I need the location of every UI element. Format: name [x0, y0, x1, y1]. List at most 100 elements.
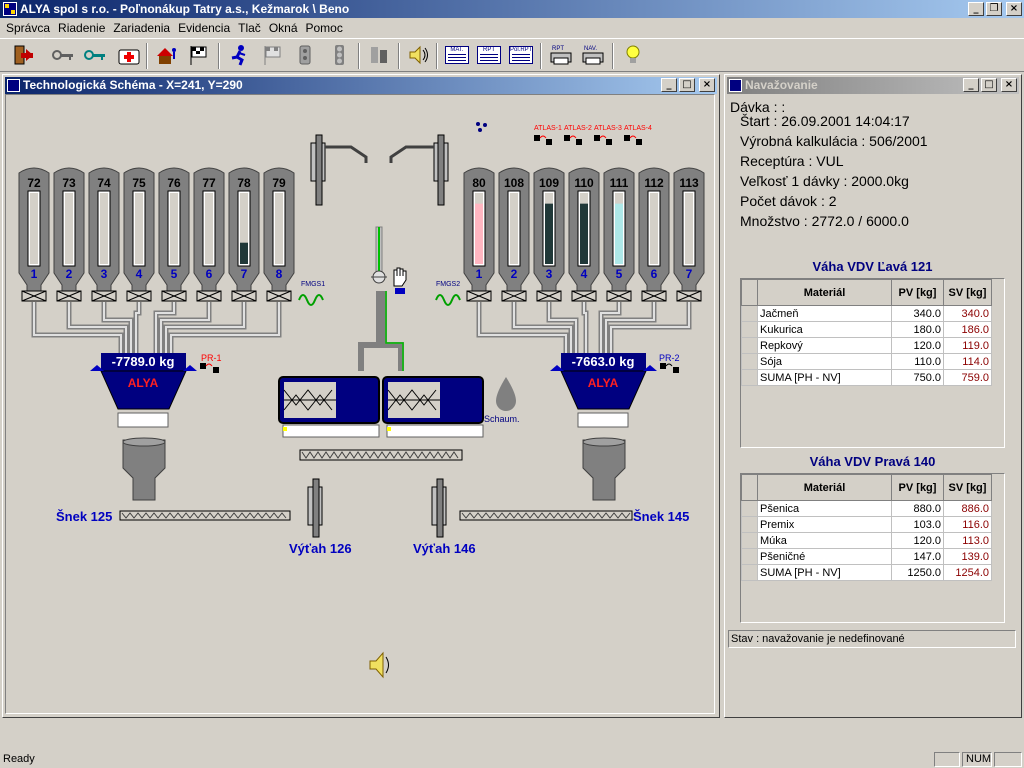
left-bottom-hopper[interactable]: [122, 437, 166, 501]
runner-blue-icon[interactable]: [226, 42, 252, 68]
snek-125-conveyor[interactable]: [119, 510, 291, 521]
mixer-right[interactable]: [382, 376, 484, 438]
dosing-window-titlebar[interactable]: Navažovanie _ □ ×: [727, 77, 1019, 94]
col-material[interactable]: Materiál: [757, 474, 892, 501]
mixer-conveyor[interactable]: [299, 449, 463, 461]
app-icon[interactable]: [3, 2, 17, 16]
menu-pomoc[interactable]: Pomoc: [305, 21, 343, 35]
scheme-close-button[interactable]: ×: [699, 78, 715, 92]
silo-left-73[interactable]: 732: [53, 167, 85, 302]
menu-spravca[interactable]: Správca: [6, 21, 51, 35]
silo-feeder[interactable]: [266, 290, 292, 302]
silo-right-80[interactable]: 801: [463, 167, 495, 302]
vytah-126-elevator[interactable]: [307, 478, 323, 538]
silo-feeder[interactable]: [56, 290, 82, 302]
key-icon[interactable]: [50, 42, 76, 68]
medkit-icon[interactable]: [116, 42, 142, 68]
house-runner-icon[interactable]: [154, 42, 180, 68]
row-header[interactable]: [741, 516, 758, 533]
col-pv[interactable]: PV [kg]: [891, 474, 944, 501]
silo-feeder[interactable]: [196, 290, 222, 302]
right-bottom-hopper[interactable]: [582, 437, 626, 501]
menu-tlac[interactable]: Tlač: [238, 21, 261, 35]
silo-left-76[interactable]: 765: [158, 167, 190, 302]
menu-okna[interactable]: Okná: [268, 21, 298, 35]
checkered-flag-icon[interactable]: [186, 42, 212, 68]
col-pv[interactable]: PV [kg]: [891, 279, 944, 306]
vytah-146-elevator[interactable]: [431, 478, 447, 538]
dosing-minimize-button[interactable]: _: [963, 78, 979, 92]
print-rpt-icon[interactable]: RPT: [548, 42, 574, 68]
mixer-left[interactable]: [278, 376, 380, 438]
row-header[interactable]: [741, 353, 758, 370]
silo-feeder[interactable]: [91, 290, 117, 302]
left-weigh-hopper[interactable]: [90, 353, 197, 428]
checkered-flag-gray-icon[interactable]: [260, 42, 286, 68]
silo-left-72[interactable]: 721: [18, 167, 50, 302]
exit-icon[interactable]: [10, 42, 36, 68]
silo-feeder[interactable]: [641, 290, 667, 302]
row-header[interactable]: [741, 305, 758, 322]
top-elevator-left[interactable]: [310, 134, 326, 206]
figures-icon[interactable]: [366, 42, 392, 68]
top-elevator-right[interactable]: [433, 134, 449, 206]
pr2-switch-icon[interactable]: [660, 363, 679, 373]
atlas-indicator[interactable]: ATLAS-3: [594, 125, 622, 145]
menu-evidencia[interactable]: Evidencia: [178, 21, 231, 35]
silo-feeder[interactable]: [466, 290, 492, 302]
silo-feeder[interactable]: [501, 290, 527, 302]
menu-riadenie[interactable]: Riadenie: [58, 21, 106, 35]
silo-feeder[interactable]: [126, 290, 152, 302]
report-pol-rpt-icon[interactable]: Pol.RPT: [508, 42, 534, 68]
menu-zariadenia[interactable]: Zariadenia: [113, 21, 171, 35]
silo-left-77[interactable]: 776: [193, 167, 225, 302]
row-header[interactable]: [741, 500, 758, 517]
silo-feeder[interactable]: [21, 290, 47, 302]
row-header[interactable]: [741, 321, 758, 338]
silo-feeder[interactable]: [571, 290, 597, 302]
silo-left-79[interactable]: 798: [263, 167, 295, 302]
restore-button[interactable]: ❐: [986, 2, 1002, 16]
row-header[interactable]: [741, 369, 758, 386]
right-weigh-hopper[interactable]: [550, 353, 657, 428]
silo-left-74[interactable]: 743: [88, 167, 120, 302]
speaker-icon[interactable]: [406, 42, 432, 68]
atlas-indicator[interactable]: ATLAS-1: [534, 125, 562, 145]
traffic-light-icon[interactable]: [326, 42, 352, 68]
schaum-drop-icon[interactable]: [496, 377, 516, 411]
silo-feeder[interactable]: [161, 290, 187, 302]
silo-feeder[interactable]: [231, 290, 257, 302]
silo-left-75[interactable]: 754: [123, 167, 155, 302]
row-header[interactable]: [741, 548, 758, 565]
row-header[interactable]: [741, 532, 758, 549]
print-nav-icon[interactable]: NAV.: [580, 42, 606, 68]
scheme-window-titlebar[interactable]: Technologická Schéma - X=241, Y=290 _ □ …: [5, 77, 717, 94]
scheme-maximize-button[interactable]: □: [679, 78, 695, 92]
dosing-maximize-button[interactable]: □: [981, 78, 997, 92]
col-sv[interactable]: SV [kg]: [943, 279, 992, 306]
col-sv[interactable]: SV [kg]: [943, 474, 992, 501]
scheme-minimize-button[interactable]: _: [661, 78, 677, 92]
pr1-switch-icon[interactable]: [200, 363, 219, 373]
close-button[interactable]: ×: [1006, 2, 1022, 16]
col-material[interactable]: Materiál: [757, 279, 892, 306]
valve-icon[interactable]: [371, 270, 387, 284]
silo-left-78[interactable]: 787: [228, 167, 260, 302]
speaker-icon[interactable]: [369, 651, 389, 679]
